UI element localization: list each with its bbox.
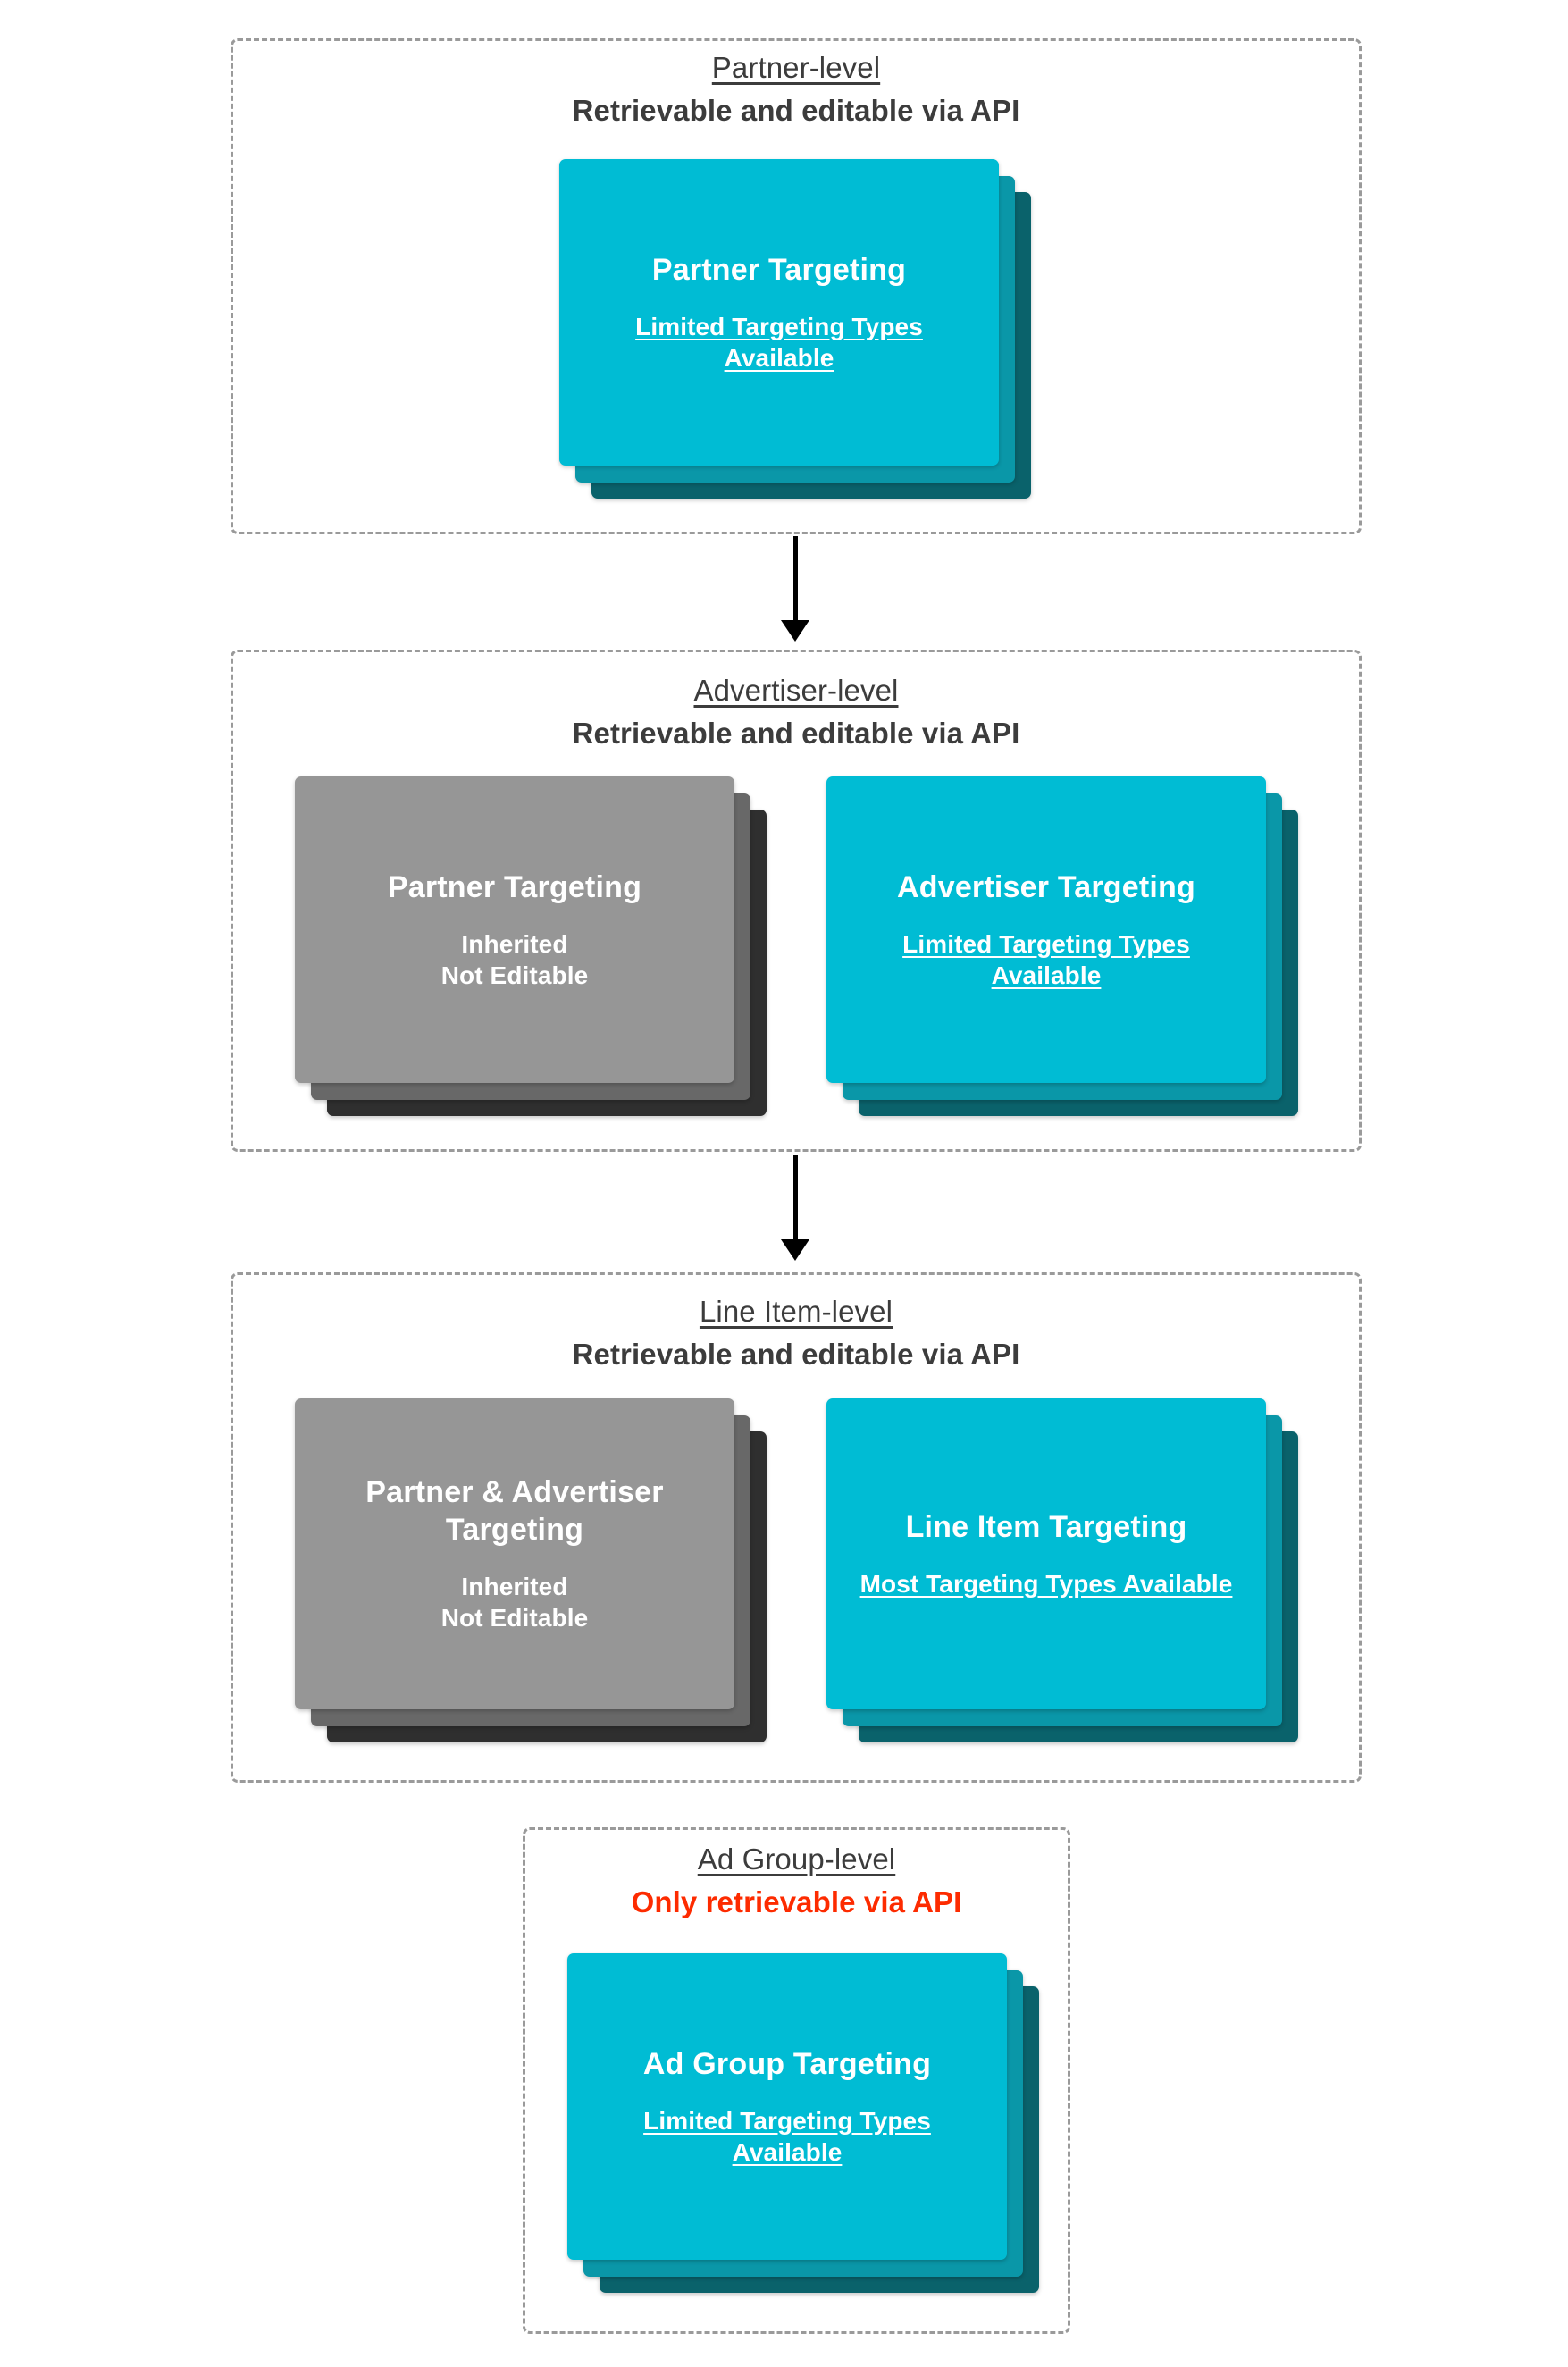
arrow-partner-to-advertiser (767, 536, 824, 642)
level-box-line-item (231, 1272, 1362, 1783)
card-title: Partner & Advertiser Targeting (365, 1475, 664, 1548)
card-title: Ad Group Targeting (642, 2046, 932, 2081)
arrow-head-icon (781, 620, 809, 642)
card-stack-line-item-targeting: Line Item Targeting Most Targeting Types… (826, 1398, 1300, 1751)
card-stack-ad-group-targeting: Ad Group Targeting Limited Targeting Typ… (567, 1953, 1041, 2293)
card-title: Advertiser Targeting (896, 869, 1195, 904)
card-subtitle: Limited Targeting Types Available (643, 2106, 931, 2166)
card-stack-advertiser-inherited: Partner Targeting Inherited Not Editable (295, 776, 768, 1125)
card-line-item-inherited-targeting[interactable]: Partner & Advertiser Targeting Inherited… (295, 1398, 734, 1709)
card-subtitle: Most Targeting Types Available (859, 1569, 1233, 1598)
card-title: Partner Targeting (651, 252, 907, 287)
card-subtitle: Inherited Not Editable (440, 1573, 589, 1633)
level-box-advertiser (231, 650, 1362, 1152)
card-advertiser-inherited-partner-targeting[interactable]: Partner Targeting Inherited Not Editable (295, 776, 734, 1083)
card-stack-line-item-inherited: Partner & Advertiser Targeting Inherited… (295, 1398, 768, 1751)
level-box-ad-group (523, 1827, 1070, 2334)
arrow-head-icon (781, 1239, 809, 1261)
arrow-shaft (792, 1155, 798, 1241)
level-box-partner (231, 38, 1362, 534)
card-title: Line Item Targeting (905, 1509, 1187, 1544)
card-subtitle: Limited Targeting Types Available (902, 929, 1190, 989)
card-title: Partner Targeting (387, 869, 642, 904)
card-advertiser-targeting[interactable]: Advertiser Targeting Limited Targeting T… (826, 776, 1266, 1083)
card-ad-group-targeting[interactable]: Ad Group Targeting Limited Targeting Typ… (567, 1953, 1007, 2260)
card-subtitle: Inherited Not Editable (440, 929, 589, 989)
card-subtitle: Limited Targeting Types Available (635, 312, 923, 372)
card-line-item-targeting[interactable]: Line Item Targeting Most Targeting Types… (826, 1398, 1266, 1709)
card-stack-advertiser-targeting: Advertiser Targeting Limited Targeting T… (826, 776, 1300, 1125)
card-partner-targeting[interactable]: Partner Targeting Limited Targeting Type… (559, 159, 999, 466)
arrow-advertiser-to-line-item (767, 1155, 824, 1261)
card-stack-partner-targeting: Partner Targeting Limited Targeting Type… (559, 159, 1033, 499)
arrow-shaft (792, 536, 798, 622)
